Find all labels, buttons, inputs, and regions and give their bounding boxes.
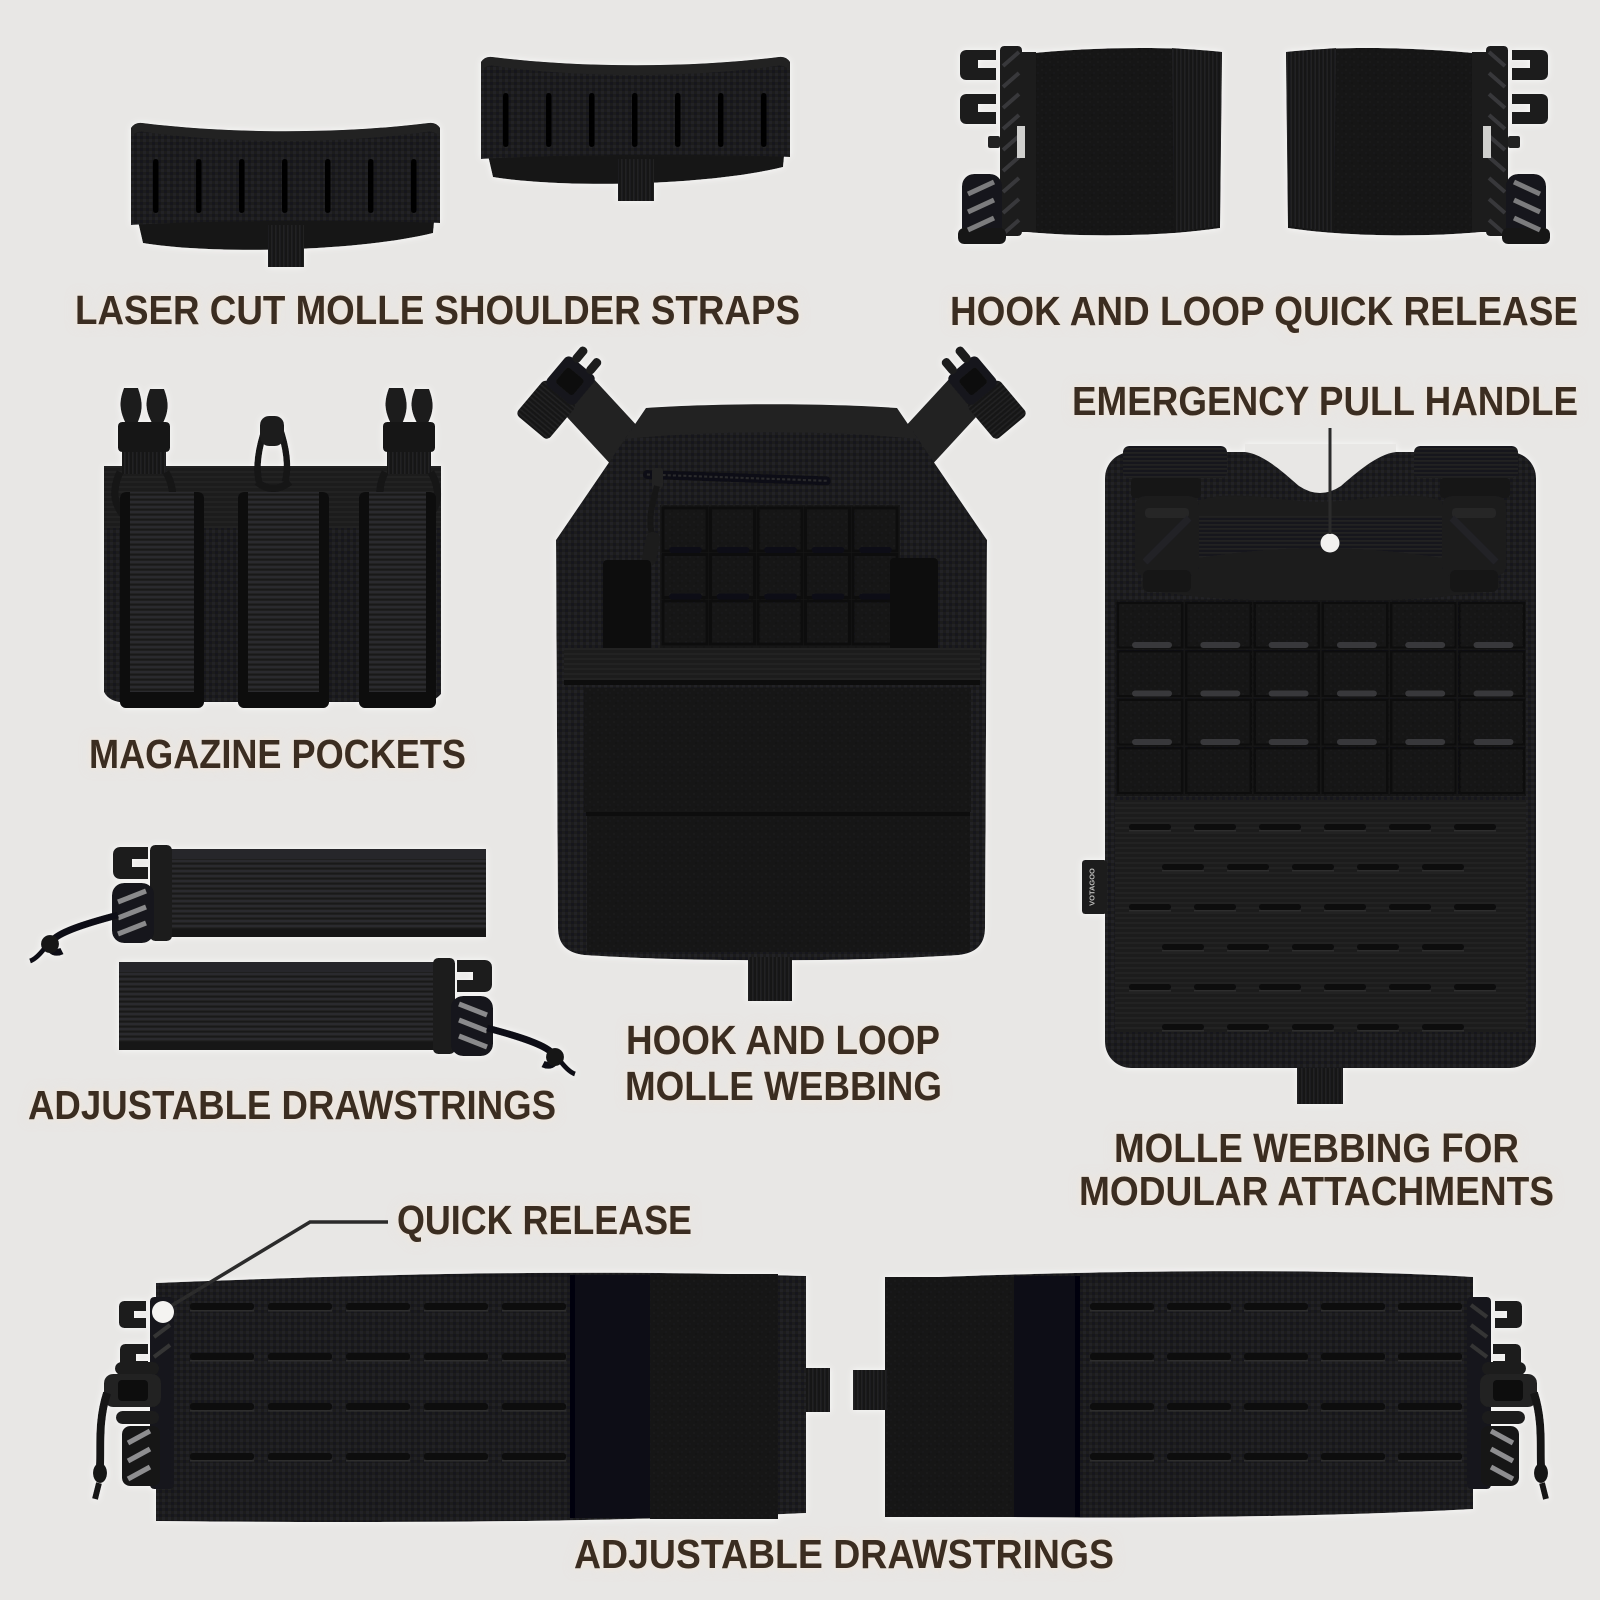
svg-text:VOTAGOO: VOTAGOO bbox=[1088, 868, 1097, 906]
